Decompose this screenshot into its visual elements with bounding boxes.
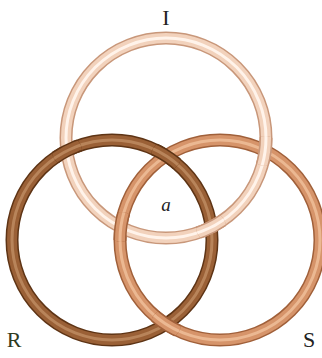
ring-crossing	[120, 140, 320, 340]
ring-label: S	[303, 329, 315, 351]
ring-crossing	[66, 38, 266, 238]
ring-label: R	[7, 329, 22, 351]
ring-label: I	[162, 7, 169, 29]
region-label: a	[161, 195, 171, 214]
ring-crossing	[12, 140, 212, 340]
ring-crossing	[66, 38, 266, 238]
ring	[66, 38, 266, 238]
ring-crossing	[12, 140, 212, 340]
ring-crossing	[120, 140, 320, 340]
